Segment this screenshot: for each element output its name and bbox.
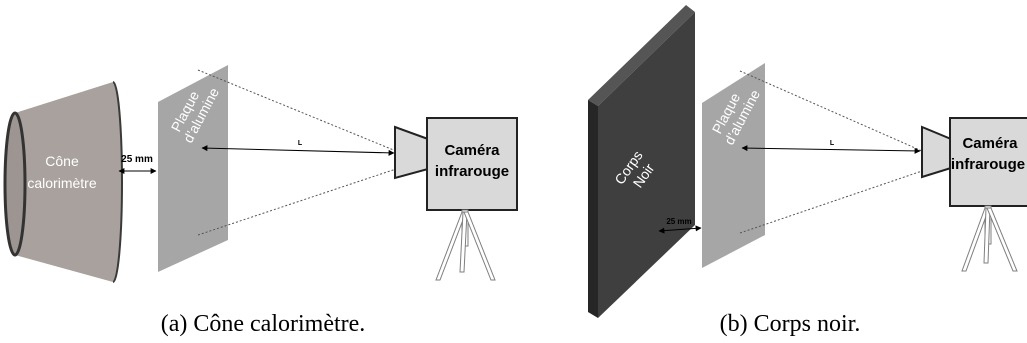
black-body-top: [588, 5, 695, 106]
black-body: Corps Noir: [588, 5, 695, 318]
black-body-side: [588, 100, 598, 318]
caption-b: (b) Corps noir.: [720, 311, 861, 337]
camera-lens: [921, 125, 952, 179]
cone-label-line2: calorimètre: [27, 175, 96, 191]
tripod-leg-right: [986, 207, 1018, 272]
cone-rim-right: [112, 81, 123, 283]
panel-b: Corps Noir Plaque d’alumine 25 mm L Camé…: [588, 5, 1027, 337]
distance-label: L: [830, 140, 835, 147]
gap-label: 25 mm: [121, 154, 153, 165]
camera-label-line1: Caméra: [962, 135, 1018, 152]
gap-arrow: [658, 225, 702, 234]
fov-line-top: [739, 70, 923, 152]
alumina-plate: [702, 63, 765, 268]
cone-calorimeter: Cône calorimètre: [3, 81, 123, 283]
caption-a: (a) Cône calorimètre.: [161, 311, 366, 337]
fov-line-bottom: [197, 168, 397, 236]
tripod: [961, 205, 1018, 272]
camera-body: [426, 117, 518, 211]
tripod-leg-right: [463, 211, 496, 281]
camera-label-line2: infrarouge: [951, 156, 1025, 173]
panel-a: Cône calorimètre 25 mm Plaque d’alumine …: [3, 65, 518, 337]
infrared-camera: Caméra infrarouge: [921, 117, 1027, 207]
camera-lens: [394, 125, 429, 180]
black-body-front: [598, 12, 695, 318]
cone-body: [5, 82, 123, 282]
camera-label-line2: infrarouge: [435, 163, 509, 180]
distance-label: L: [298, 140, 303, 147]
cone-label-line1: Cône: [45, 153, 79, 169]
distance-arrow: [201, 145, 395, 156]
camera-label-line1: Caméra: [444, 142, 500, 159]
tripod: [435, 209, 496, 281]
fov-line-bottom: [739, 170, 923, 234]
camera-body: [950, 118, 1027, 206]
cone-opening-left: [3, 111, 27, 257]
distance-arrow: [741, 145, 921, 154]
infrared-camera: Caméra infrarouge: [394, 117, 518, 211]
alumina-plate: [158, 65, 228, 272]
gap-label: 25 mm: [666, 217, 691, 226]
